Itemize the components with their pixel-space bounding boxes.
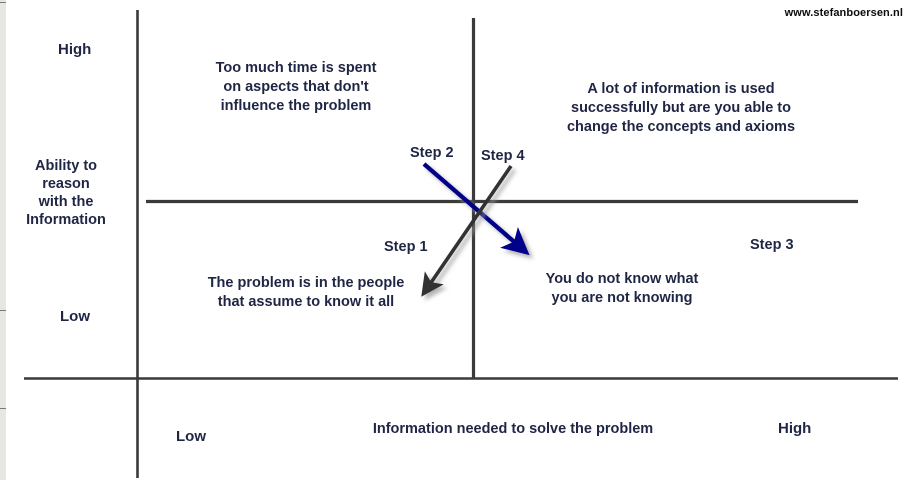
y-axis-high-label: High	[58, 41, 92, 58]
strip-tick-top	[0, 2, 6, 3]
step-2-blue-arrow	[422, 162, 530, 256]
quadrant-text-top-left: Too much time is spent on aspects that d…	[215, 60, 377, 115]
x-axis-high-label: High	[778, 420, 812, 437]
strip-tick-bottom	[0, 408, 6, 409]
step-3-label: Step 3	[750, 237, 794, 253]
watermark: www.stefanboersen.nl	[784, 7, 903, 19]
step-4-label: Step 4	[481, 148, 525, 164]
x-axis-low-label: Low	[176, 428, 206, 445]
x-axis-title: Information needed to solve the problem	[372, 421, 654, 437]
quadrant-text-bottom-right: You do not know what you are not knowing	[545, 271, 699, 307]
step-4-black-arrow	[421, 164, 513, 297]
y-axis-title: Ability to reason with the Information	[26, 158, 106, 229]
left-edge-strip	[0, 0, 6, 480]
strip-tick-middle	[0, 310, 6, 311]
quadrant-text-bottom-left: The problem is in the people that assume…	[207, 275, 405, 311]
step-1-label: Step 1	[384, 239, 428, 255]
quadrant-text-top-right: A lot of information is used successfull…	[566, 81, 796, 136]
step-2-label: Step 2	[410, 145, 454, 161]
y-axis-low-label: Low	[60, 308, 90, 325]
